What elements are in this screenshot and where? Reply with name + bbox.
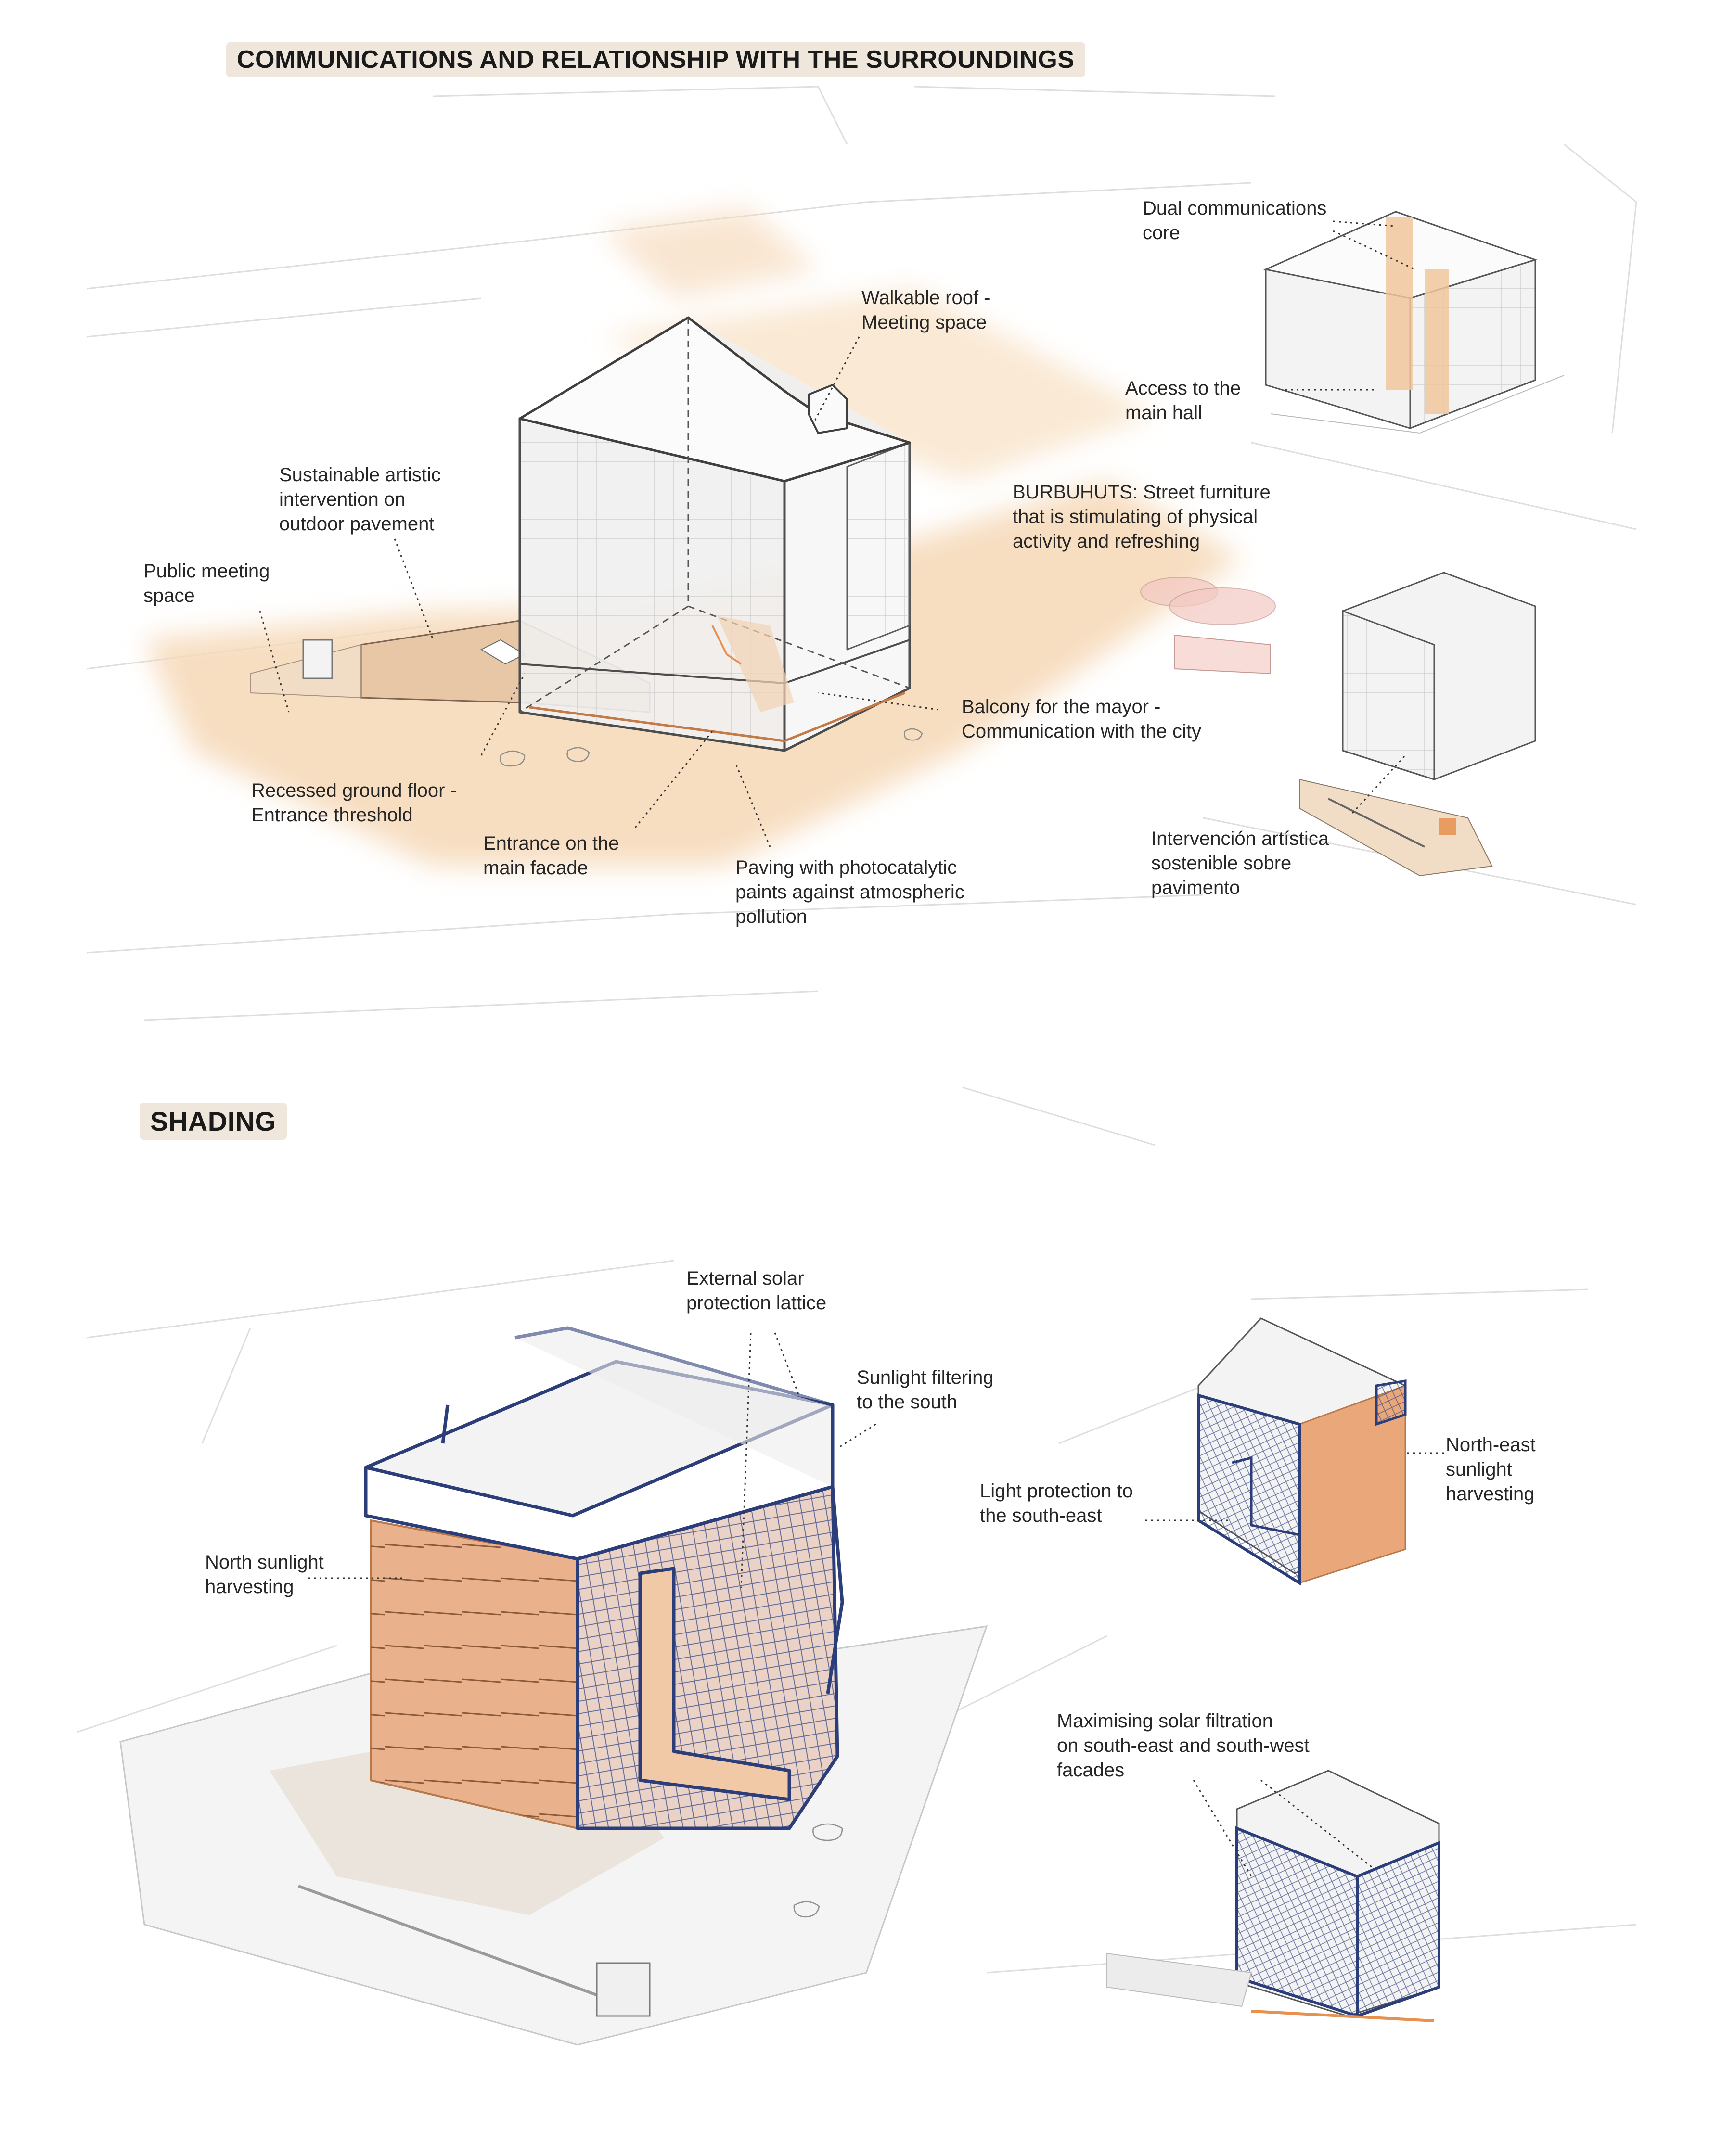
mini-tower-cores [1263,211,1565,434]
main-tower-sketch [518,316,911,752]
label-walkable-roof: Walkable roof -Meeting space [861,287,990,333]
section-title-communications: COMMUNICATIONS AND RELATIONSHIP WITH THE… [226,42,1085,77]
section-title-shading: SHADING [140,1103,287,1140]
mini-tower-southwest [1106,1770,1440,2022]
label-mayor-balcony: Balcony for the mayor -Communication wit… [962,696,1201,742]
label-recessed-ground-floor: Recessed ground floor -Entrance threshol… [251,780,457,826]
leader-lines [259,220,1444,1877]
context-streets-bottom [77,1086,1637,1974]
main-tower-shading [364,1326,844,1830]
mini-tower-northeast [1197,1317,1407,1586]
burbuhuts-scene [1140,572,1536,877]
